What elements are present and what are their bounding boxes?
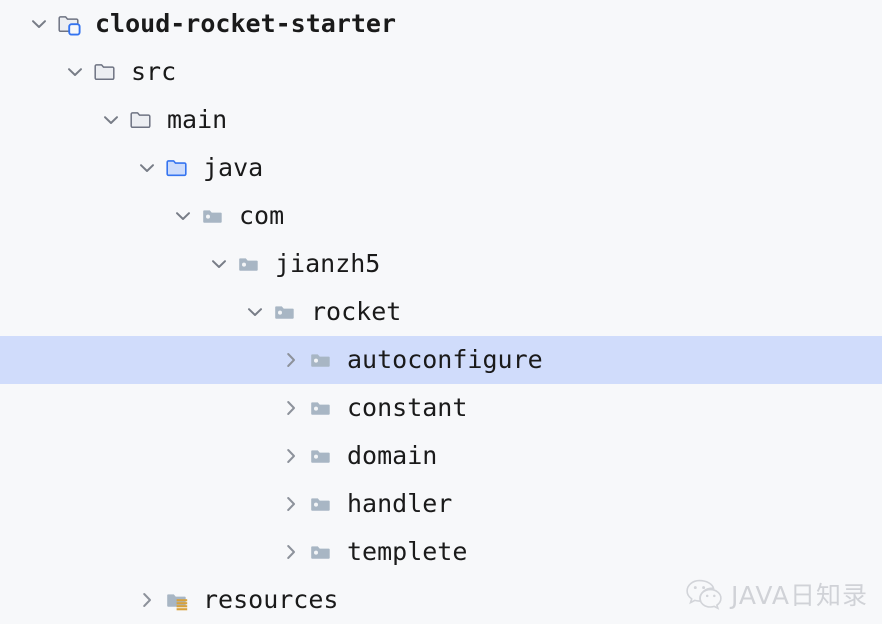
chevron-down-icon[interactable] <box>26 11 52 37</box>
tree-row[interactable]: main <box>0 96 882 144</box>
chevron-down-icon[interactable] <box>170 203 196 229</box>
tree-row[interactable]: rocket <box>0 288 882 336</box>
tree-row[interactable]: jianzh5 <box>0 240 882 288</box>
chevron-right-icon[interactable] <box>278 443 304 469</box>
source-root-folder-icon <box>164 155 192 181</box>
chevron-down-icon[interactable] <box>242 299 268 325</box>
tree-node-label: resources <box>203 585 339 614</box>
chevron-down-icon[interactable] <box>98 107 124 133</box>
package-folder-icon <box>200 203 228 229</box>
chevron-down-icon[interactable] <box>62 59 88 85</box>
tree-row[interactable]: handler <box>0 480 882 528</box>
tree-row[interactable]: src <box>0 48 882 96</box>
chevron-right-icon[interactable] <box>278 395 304 421</box>
tree-node-label: main <box>167 105 228 134</box>
tree-node-label: handler <box>347 489 453 518</box>
package-folder-icon <box>308 347 336 373</box>
chevron-right-icon[interactable] <box>278 491 304 517</box>
tree-node-label: autoconfigure <box>347 345 543 374</box>
chevron-down-icon[interactable] <box>134 155 160 181</box>
package-folder-icon <box>236 251 264 277</box>
tree-row[interactable]: com <box>0 192 882 240</box>
package-folder-icon <box>308 395 336 421</box>
tree-node-label: com <box>239 201 285 230</box>
folder-outline-icon <box>128 107 156 133</box>
tree-row[interactable]: templete <box>0 528 882 576</box>
chevron-down-icon[interactable] <box>206 251 232 277</box>
tree-node-label: cloud-rocket-starter <box>95 9 397 38</box>
tree-row[interactable]: domain <box>0 432 882 480</box>
chevron-right-icon[interactable] <box>278 539 304 565</box>
tree-row[interactable]: cloud-rocket-starter <box>0 0 882 48</box>
tree-node-label: rocket <box>311 297 402 326</box>
chevron-right-icon[interactable] <box>134 587 160 613</box>
tree-node-label: java <box>203 153 264 182</box>
tree-row[interactable]: java <box>0 144 882 192</box>
tree-node-label: constant <box>347 393 468 422</box>
package-folder-icon <box>308 443 336 469</box>
chevron-right-icon[interactable] <box>278 347 304 373</box>
package-folder-icon <box>272 299 300 325</box>
resources-root-folder-icon <box>164 587 192 613</box>
tree-row[interactable]: constant <box>0 384 882 432</box>
module-folder-icon <box>56 11 84 37</box>
package-folder-icon <box>308 491 336 517</box>
folder-outline-icon <box>92 59 120 85</box>
tree-node-label: jianzh5 <box>275 249 381 278</box>
tree-row[interactable]: resources <box>0 576 882 624</box>
package-folder-icon <box>308 539 336 565</box>
tree-node-label: templete <box>347 537 468 566</box>
tree-row[interactable]: autoconfigure <box>0 336 882 384</box>
tree-node-label: src <box>131 57 177 86</box>
tree-node-label: domain <box>347 441 438 470</box>
